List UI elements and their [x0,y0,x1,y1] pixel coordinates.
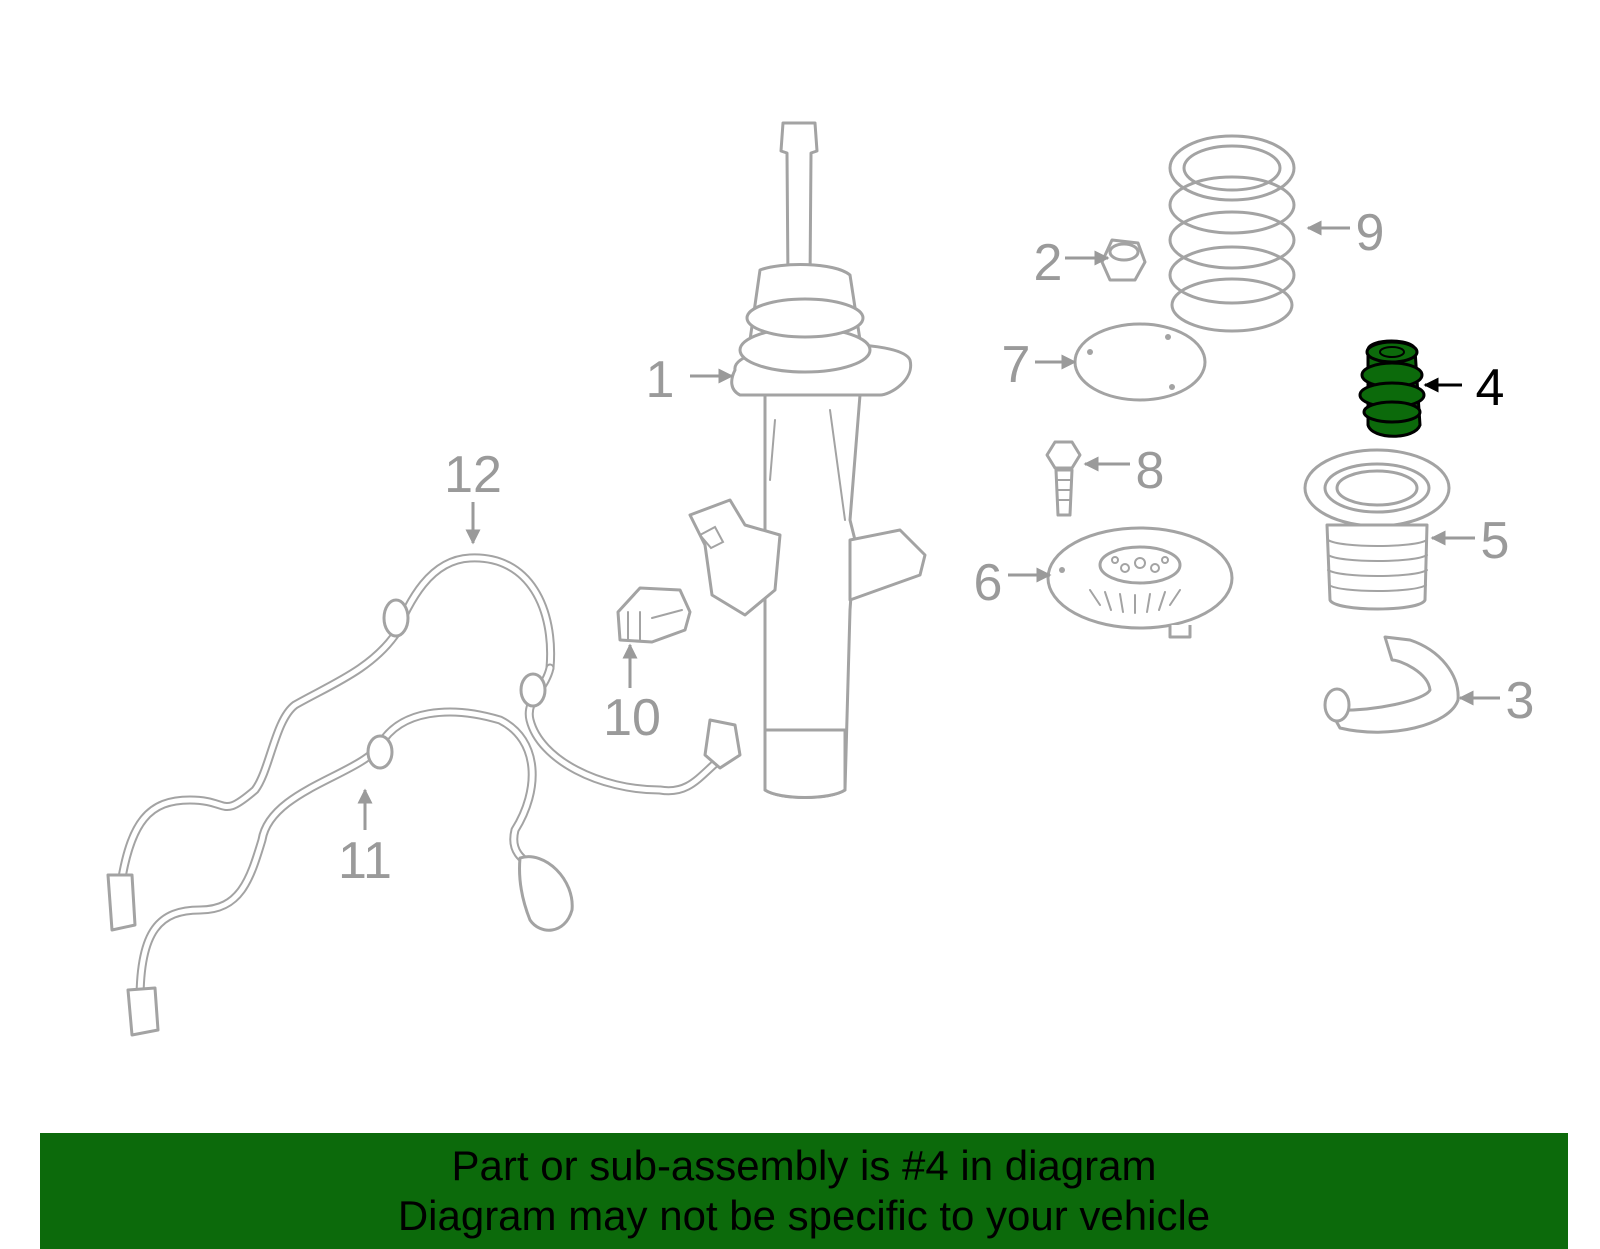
callout-9: 9 [1356,204,1385,262]
callout-leaders [357,220,1500,830]
callout-3: 3 [1506,672,1535,730]
callout-5: 5 [1481,512,1510,570]
callout-1: 1 [646,351,675,409]
bolt [1045,440,1082,517]
callout-11: 11 [338,832,392,890]
callout-6: 6 [974,554,1003,612]
callout-7: 7 [1002,336,1031,394]
strut-assembly [688,121,927,799]
callout-10: 10 [603,689,661,747]
callout-4: 4 [1476,359,1505,417]
callout-12: 12 [444,446,502,504]
callout-2: 2 [1034,234,1063,292]
wire-harnesses [106,553,742,1037]
connector [616,586,692,644]
dust-boot [1303,448,1451,611]
upper-mount [1046,526,1234,639]
spring-pad [1323,635,1460,734]
bump-stop [1358,339,1426,438]
callout-8: 8 [1136,442,1165,500]
gasket [1073,322,1207,402]
coil-spring [1168,134,1296,333]
banner-line-disclaimer: Diagram may not be specific to your vehi… [397,1192,1211,1239]
callout-labels: 1 2 3 4 5 6 7 8 9 10 11 12 [338,204,1534,890]
nut [1100,238,1147,282]
info-banner: Part or sub-assembly is #4 in diagram Di… [40,1133,1568,1249]
banner-line-part-number: Part or sub-assembly is #4 in diagram [451,1142,1157,1189]
